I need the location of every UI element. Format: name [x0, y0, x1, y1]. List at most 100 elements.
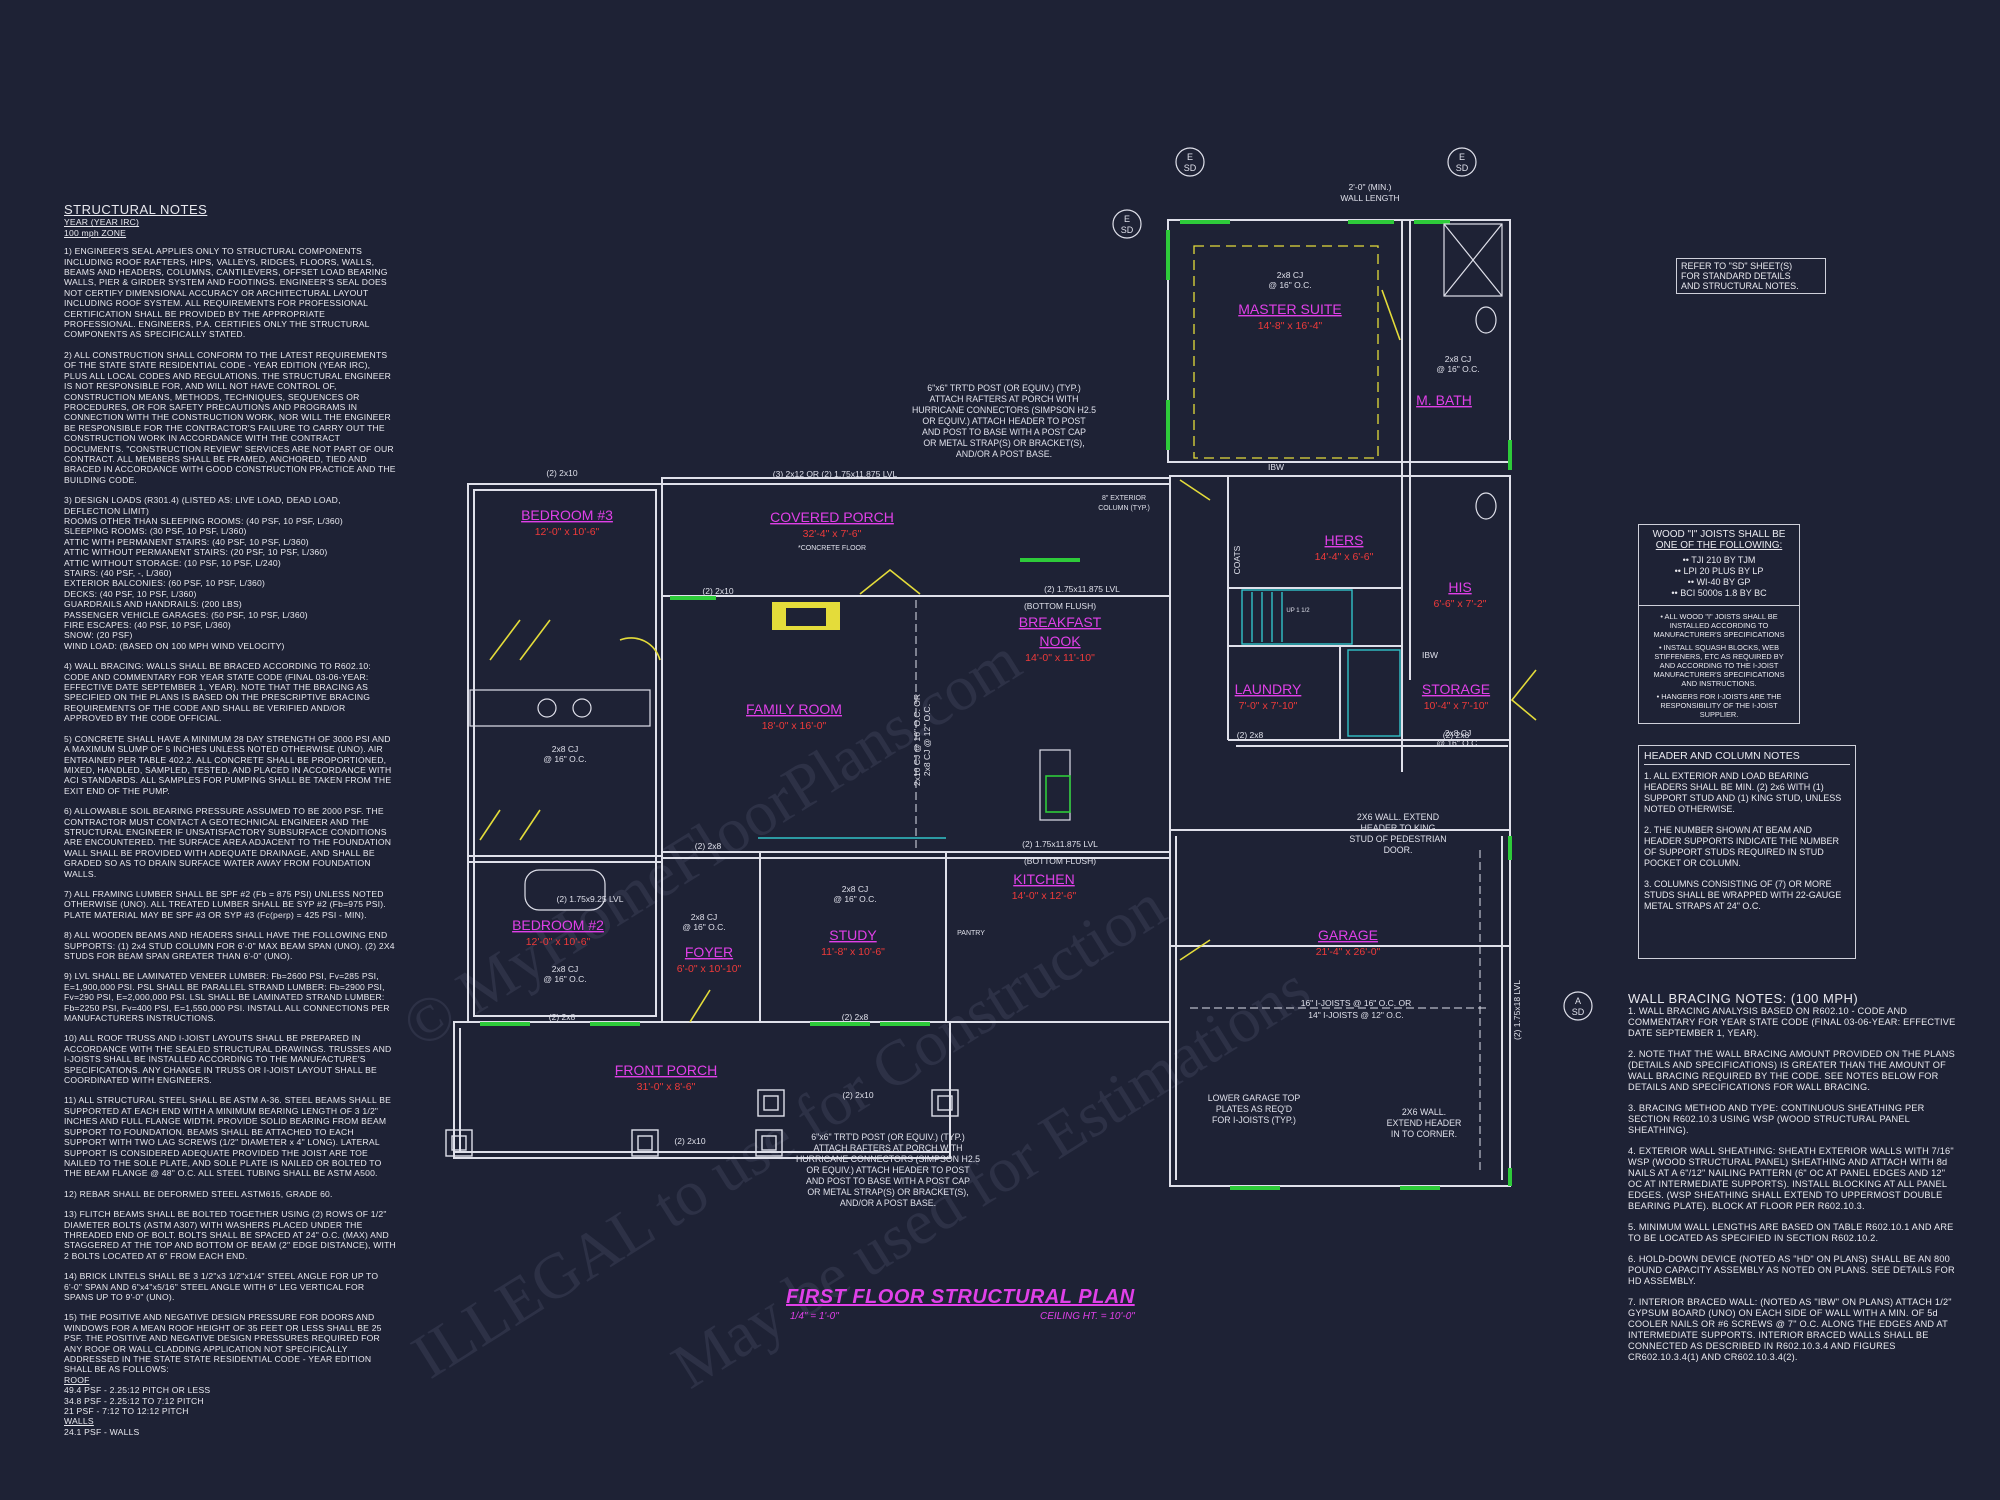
structural-note: 15) THE POSITIVE AND NEGATIVE DESIGN PRE… — [64, 1312, 382, 1375]
svg-text:6"x6" TRT'D POST (OR EQUIV.) (: 6"x6" TRT'D POST (OR EQUIV.) (TYP.) — [927, 383, 1081, 393]
beam-label: (2) 1.75x9.25 LVL — [557, 894, 624, 904]
structural-note: 4) WALL BRACING: WALLS SHALL BE BRACED A… — [64, 661, 371, 724]
joist-title: WOOD "I" JOISTS SHALL BE — [1652, 529, 1786, 540]
room-name: M. BATH — [1416, 392, 1472, 408]
garage-beam-label: (2) 1.75x18 LVL — [1512, 980, 1522, 1040]
svg-text:FOR I-JOISTS (TYP.): FOR I-JOISTS (TYP.) — [1212, 1115, 1296, 1125]
joist-title: ONE OF THE FOLLOWING: — [1655, 540, 1783, 551]
garage-joist-note: 16" I-JOISTS @ 16" O.C. OR — [1301, 998, 1412, 1008]
beam-label: (2) 1.75x11.875 LVL — [1044, 584, 1120, 594]
joist-note: • ALL WOOD "I" JOISTS SHALL BE INSTALLED… — [1653, 612, 1785, 639]
joist-note: • HANGERS FOR I-JOISTS ARE THE RESPONSIB… — [1656, 692, 1782, 719]
svg-text:DOOR.: DOOR. — [1384, 845, 1413, 855]
header-label: (2) 2x8 — [695, 841, 722, 851]
walls-line: 24.1 PSF - WALLS — [64, 1426, 140, 1437]
section-markers — [1112, 147, 1593, 1021]
refer-note-box: REFER TO "SD" SHEET(S) FOR STANDARD DETA… — [1676, 258, 1826, 294]
room-dimension: 14'-8" x 16'-4" — [1258, 320, 1323, 332]
cj-label: 2x8 CJ — [552, 744, 578, 754]
ext-column-note: COLUMN (TYP.) — [1098, 505, 1150, 512]
svg-text:OR EQUIV.) ATTACH HEADER TO PO: OR EQUIV.) ATTACH HEADER TO POST — [922, 416, 1086, 426]
room-name: STUDY — [829, 927, 877, 943]
svg-text:STUD OF PEDESTRIAN: STUD OF PEDESTRIAN — [1349, 834, 1446, 844]
refer-line: AND STRUCTURAL NOTES. — [1681, 281, 1799, 291]
svg-text:AND/OR A POST BASE.: AND/OR A POST BASE. — [956, 449, 1052, 459]
svg-text:A: A — [1575, 996, 1581, 1006]
structural-note: 10) ALL ROOF TRUSS AND I-JOIST LAYOUTS S… — [64, 1033, 392, 1086]
room-dimension: 18'-0" x 16'-0" — [762, 720, 827, 732]
wall-bracing-notes: WALL BRACING NOTES: (100 MPH) 1. WALL BR… — [1628, 991, 1958, 1373]
structural-note: 9) LVL SHALL BE LAMINATED VENEER LUMBER:… — [64, 971, 390, 1024]
bracing-note: 4. EXTERIOR WALL SHEATHING: SHEATH EXTER… — [1628, 1146, 1954, 1211]
cj-spacing: @ 16" O.C. — [682, 922, 725, 932]
svg-text:OR METAL STRAP(S) OR BRACKET(S: OR METAL STRAP(S) OR BRACKET(S), — [807, 1187, 968, 1197]
walls — [453, 219, 1511, 1187]
svg-text:HEADER TO KING: HEADER TO KING — [1361, 823, 1436, 833]
structural-note: 14) BRICK LINTELS SHALL BE 3 1/2"x3 1/2"… — [64, 1271, 379, 1302]
bracing-note: 5. MINIMUM WALL LENGTHS ARE BASED ON TAB… — [1628, 1222, 1954, 1243]
svg-text:ATTACH RAFTERS AT PORCH WITH: ATTACH RAFTERS AT PORCH WITH — [930, 394, 1079, 404]
ext-column-note: 8" EXTERIOR — [1102, 495, 1146, 502]
header-column-notes: HEADER AND COLUMN NOTES 1. ALL EXTERIOR … — [1638, 745, 1856, 959]
wall-length-note: 2'-0" (MIN.) — [1349, 182, 1392, 192]
svg-text:EXTEND HEADER: EXTEND HEADER — [1387, 1118, 1462, 1128]
joist-option: •• LPI 20 PLUS BY LP — [1674, 566, 1764, 576]
cj-spacing: @ 16" O.C. — [1436, 364, 1479, 374]
bracing-note: 2. NOTE THAT THE WALL BRACING AMOUNT PRO… — [1628, 1049, 1955, 1092]
ibw-label: IBW — [1422, 650, 1438, 660]
structural-notes: STRUCTURAL NOTES YEAR (YEAR IRC) 100 mph… — [64, 202, 396, 1437]
svg-text:6"x6" TRT'D POST (OR EQUIV.) (: 6"x6" TRT'D POST (OR EQUIV.) (TYP.) — [811, 1132, 965, 1142]
plan-title: FIRST FLOOR STRUCTURAL PLAN — [786, 1286, 1135, 1308]
structural-notes-zone: 100 mph ZONE — [64, 227, 127, 238]
beam-label: (3) 2x12 OR (2) 1.75x11.875 LVL — [773, 469, 898, 479]
svg-text:OR METAL STRAP(S) OR BRACKET(S: OR METAL STRAP(S) OR BRACKET(S), — [923, 438, 1084, 448]
room-name: MASTER SUITE — [1238, 301, 1341, 317]
header-label: (2) 2x8 — [842, 1012, 869, 1022]
joist-note: • INSTALL SQUASH BLOCKS, WEB STIFFENERS,… — [1653, 643, 1785, 688]
cj-label: 2x8 CJ — [1277, 270, 1303, 280]
header-label: (2) 2x10 — [674, 1136, 705, 1146]
bracing-note: 6. HOLD-DOWN DEVICE (NOTED AS "HD" ON PL… — [1628, 1254, 1955, 1286]
room-name: HERS — [1325, 532, 1364, 548]
svg-text:HURRICANE CONNECTORS (SIMPSON: HURRICANE CONNECTORS (SIMPSON H2.5 — [912, 405, 1096, 415]
header-note: 1. ALL EXTERIOR AND LOAD BEARING HEADERS… — [1644, 771, 1842, 814]
porch-posts — [445, 1089, 959, 1157]
room-labels: MASTER SUITE 14'-8" x 16'-4" M. BATH BEDROO… — [512, 301, 1490, 1093]
structural-note: 6) ALLOWABLE SOIL BEARING PRESSURE ASSUM… — [64, 806, 392, 879]
room-dimension: 31'-0" x 8'-6" — [637, 1081, 696, 1093]
room-name: FAMILY ROOM — [746, 701, 842, 717]
room-name: BREAKFAST — [1019, 614, 1102, 630]
svg-text:SD: SD — [1456, 163, 1469, 173]
refer-line: REFER TO "SD" SHEET(S) — [1681, 261, 1793, 271]
room-name: BEDROOM #2 — [512, 917, 604, 933]
svg-text:SD: SD — [1184, 163, 1197, 173]
i-joist-box: WOOD "I" JOISTS SHALL BE ONE OF THE FOLL… — [1638, 524, 1800, 724]
garage-joist-note: 14" I-JOISTS @ 12" O.C. — [1308, 1010, 1403, 1020]
structural-note: 5) CONCRETE SHALL HAVE A MINIMUM 28 DAY … — [64, 733, 392, 796]
svg-text:2X6 WALL.: 2X6 WALL. — [1402, 1107, 1446, 1117]
svg-text:AND POST TO BASE WITH A POST C: AND POST TO BASE WITH A POST CAP — [806, 1176, 970, 1186]
pantry-label: PANTRY — [957, 930, 985, 937]
room-dimension: 12'-0" x 10'-6" — [526, 936, 591, 948]
svg-text:OR EQUIV.) ATTACH HEADER TO PO: OR EQUIV.) ATTACH HEADER TO POST — [806, 1165, 970, 1175]
joist-option: •• TJI 210 BY TJM — [1682, 555, 1756, 565]
structural-notes-title: STRUCTURAL NOTES — [64, 202, 208, 217]
section-marker-text: ESD ESD ESD ASD — [1121, 152, 1585, 1017]
structural-note: 7) ALL FRAMING LUMBER SHALL BE SPF #2 (F… — [64, 888, 386, 920]
ceiling-height: CEILING HT. = 10'-0" — [1040, 1311, 1135, 1322]
cj-label: 2x8 CJ — [1445, 728, 1471, 738]
roof-line: 49.4 PSF - 2.25:12 PITCH OR LESS — [64, 1385, 211, 1396]
room-dimension: 6'-0" x 10'-10" — [677, 963, 742, 975]
cj-label: 2x8 CJ — [552, 964, 578, 974]
structural-note: 2) ALL CONSTRUCTION SHALL CONFORM TO THE… — [64, 349, 396, 485]
cj-spacing: @ 16" O.C. — [543, 754, 586, 764]
roof-line: 21 PSF - 7:12 TO 12:12 PITCH — [64, 1406, 189, 1417]
wall-length-note: WALL LENGTH — [1340, 193, 1399, 203]
plan-scale: 1/4" = 1'-0" — [790, 1311, 839, 1322]
header-note: 2. THE NUMBER SHOWN AT BEAM AND HEADER S… — [1644, 825, 1840, 868]
room-name: STORAGE — [1422, 681, 1490, 697]
wall-bracing-title: WALL BRACING NOTES: (100 MPH) — [1628, 991, 1859, 1006]
header-label: (2) 2x8 — [549, 1012, 576, 1022]
bottom-flush-label: (BOTTOM FLUSH) — [1024, 856, 1096, 866]
door-swings — [479, 289, 1537, 1023]
